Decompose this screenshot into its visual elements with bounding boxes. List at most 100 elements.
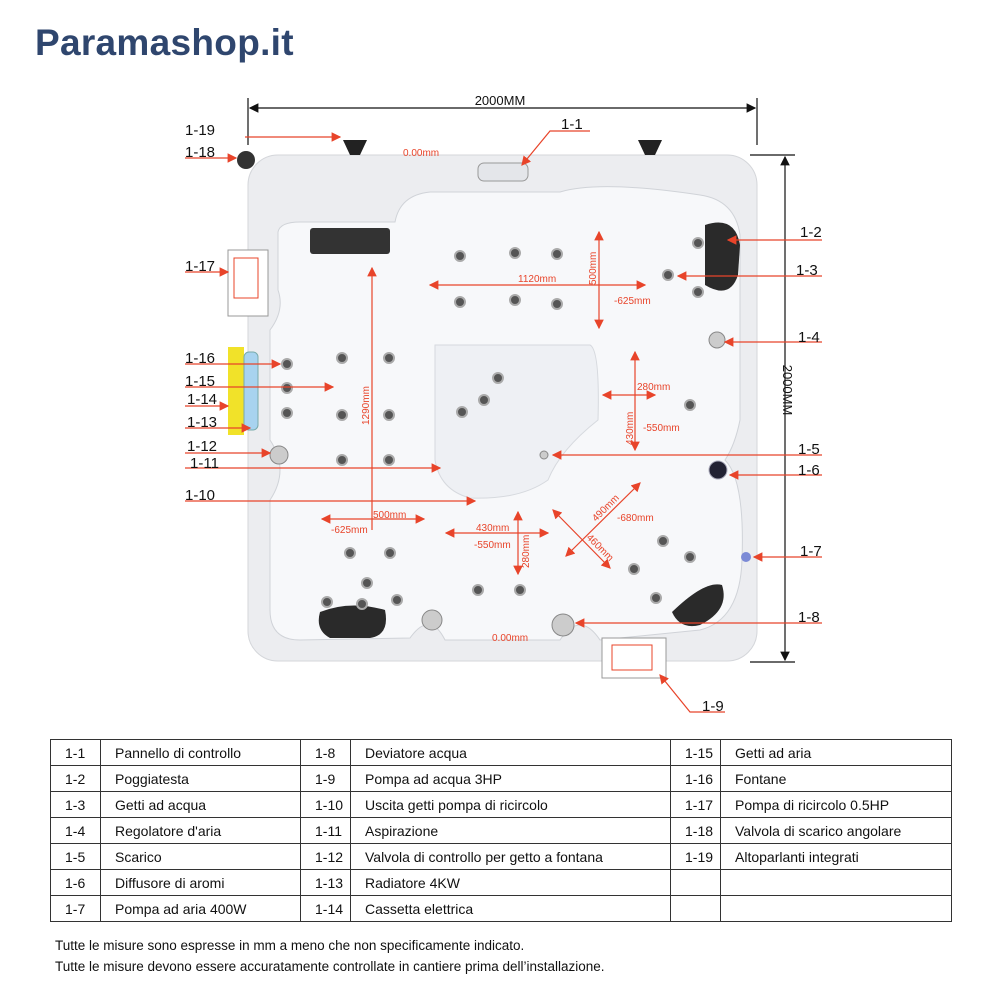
note-line: Tutte le misure sono espresse in mm a me… [55, 938, 525, 953]
callout-1-8: 1-8 [798, 609, 820, 626]
legend-code: 1-2 [50, 765, 101, 792]
legend-code: 1-10 [300, 791, 351, 818]
dim-1120: 1120mm [518, 274, 556, 285]
legend-name: Getti ad aria [720, 739, 952, 766]
callout-1-3: 1-3 [796, 262, 818, 279]
callout-1-17: 1-17 [185, 258, 215, 275]
legend-code: 1-5 [50, 843, 101, 870]
valve [269, 445, 289, 465]
dim-500: 500mm [588, 252, 599, 285]
aroma-diffuser [708, 460, 728, 480]
legend-code: 1-18 [670, 817, 721, 844]
legend-code: 1-6 [50, 869, 101, 896]
dim-280: 280mm [637, 382, 670, 393]
electrical-box [228, 347, 244, 435]
legend-code: 1-1 [50, 739, 101, 766]
headrest [672, 584, 724, 627]
callout-1-4: 1-4 [798, 329, 820, 346]
callout-1-16: 1-16 [185, 350, 215, 367]
legend-name: Radiatore 4KW [350, 869, 671, 896]
callout-1-1: 1-1 [561, 116, 583, 133]
legend-name [720, 895, 952, 922]
speaker-icon [343, 140, 662, 155]
headrest [705, 222, 740, 291]
legend-name: Fontane [720, 765, 952, 792]
legend-name: Pannello di controllo [100, 739, 301, 766]
level-550: -550mm [643, 423, 680, 434]
legend-code: 1-19 [670, 843, 721, 870]
legend-code: 1-7 [50, 895, 101, 922]
callout-1-5: 1-5 [798, 441, 820, 458]
dim-430: 430mm [625, 412, 636, 445]
callout-1-19: 1-19 [185, 122, 215, 139]
legend-code: 1-12 [300, 843, 351, 870]
callout-1-2: 1-2 [800, 224, 822, 241]
legend-code: 1-9 [300, 765, 351, 792]
notes: Tutte le misure sono espresse in mm a me… [55, 935, 605, 977]
note-line: Tutte le misure devono essere accuratame… [55, 959, 605, 974]
callout-1-13: 1-13 [187, 414, 217, 431]
headrest [310, 228, 390, 254]
spa-diagram: 2000MM 2000MM 1120mm 500mm -625mm 1290mm… [185, 93, 822, 715]
legend-code: 1-15 [670, 739, 721, 766]
legend-name: Scarico [100, 843, 301, 870]
air-pump-marker [741, 552, 751, 562]
legend-code: 1-3 [50, 791, 101, 818]
legend-code: 1-11 [300, 817, 351, 844]
callout-1-15: 1-15 [185, 373, 215, 390]
footwell [434, 344, 599, 499]
level-top: 0.00mm [403, 148, 439, 159]
legend-code: 1-17 [670, 791, 721, 818]
legend-code: 1-13 [300, 869, 351, 896]
pump-drawing [227, 249, 269, 317]
legend-code: 1-14 [300, 895, 351, 922]
legend-name: Valvola di controllo per getto a fontana [350, 843, 671, 870]
callout-1-7: 1-7 [800, 543, 822, 560]
legend-name: Pompa ad acqua 3HP [350, 765, 671, 792]
drain-valve-icon [237, 151, 255, 169]
drain [539, 450, 549, 460]
dim-500b: 500mm [373, 510, 406, 521]
diverter [421, 609, 443, 631]
depth-dimension: 2000MM [780, 365, 795, 416]
level-625b: -625mm [331, 525, 368, 536]
level-680: -680mm [617, 513, 654, 524]
legend-name: Regolatore d'aria [100, 817, 301, 844]
callout-1-9: 1-9 [702, 698, 724, 715]
legend-name: Valvola di scarico angolare [720, 817, 952, 844]
dim-430b: 430mm [476, 523, 509, 534]
legend-name: Diffusore di aromi [100, 869, 301, 896]
level-bottom: 0.00mm [492, 633, 528, 644]
diverter [551, 613, 575, 637]
legend-code: 1-16 [670, 765, 721, 792]
brand-logo: Paramashop.it [35, 22, 294, 63]
callout-1-11: 1-11 [190, 455, 219, 472]
jets [281, 237, 704, 610]
legend-name [720, 869, 952, 896]
width-dimension: 2000MM [475, 93, 526, 108]
control-panel [477, 162, 529, 182]
callout-1-12: 1-12 [187, 438, 217, 455]
legend-code [670, 895, 721, 922]
callout-1-14: 1-14 [187, 391, 217, 408]
legend-name: Altoparlanti integrati [720, 843, 952, 870]
callout-1-18: 1-18 [185, 144, 215, 161]
level-550b: -550mm [474, 540, 511, 551]
legend-name: Uscita getti pompa di ricircolo [350, 791, 671, 818]
air-regulator [708, 331, 726, 349]
legend-name: Deviatore acqua [350, 739, 671, 766]
level-625: -625mm [614, 296, 651, 307]
legend-code: 1-8 [300, 739, 351, 766]
legend-name: Pompa di ricircolo 0.5HP [720, 791, 952, 818]
legend-name: Cassetta elettrica [350, 895, 671, 922]
headrest [318, 605, 386, 638]
legend-name: Aspirazione [350, 817, 671, 844]
